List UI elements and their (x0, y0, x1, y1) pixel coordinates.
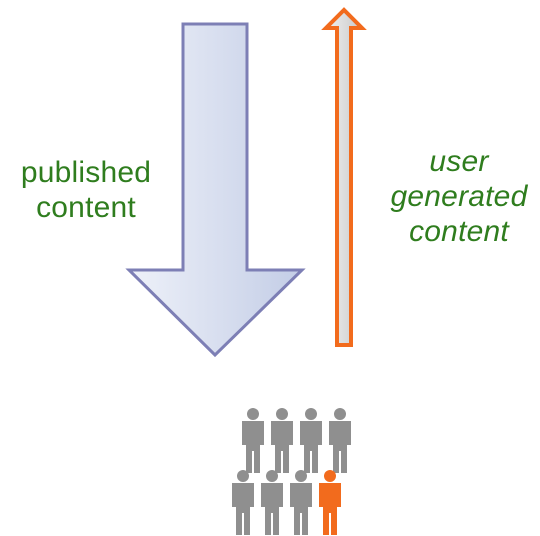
ugc-label-line2: generated (390, 179, 528, 213)
person-icon (271, 408, 293, 473)
person-icon (232, 470, 254, 535)
person-icon (242, 408, 264, 473)
published-label-line1: published (20, 156, 152, 189)
published-content-label: published content (6, 156, 166, 226)
published-label-line2: content (36, 190, 136, 224)
crowd-icon (232, 408, 351, 535)
person-icon (261, 470, 283, 535)
person-icon (290, 470, 312, 535)
user-generated-content-label: user generated content (378, 145, 540, 249)
published-content-arrow (125, 22, 306, 358)
person-icon (329, 408, 351, 473)
highlighted-person-icon (319, 470, 341, 535)
ugc-label-line3: content (409, 214, 509, 248)
person-icon (300, 408, 322, 473)
ugc-label-line1: user (429, 145, 489, 178)
user-generated-content-arrow (321, 7, 367, 347)
